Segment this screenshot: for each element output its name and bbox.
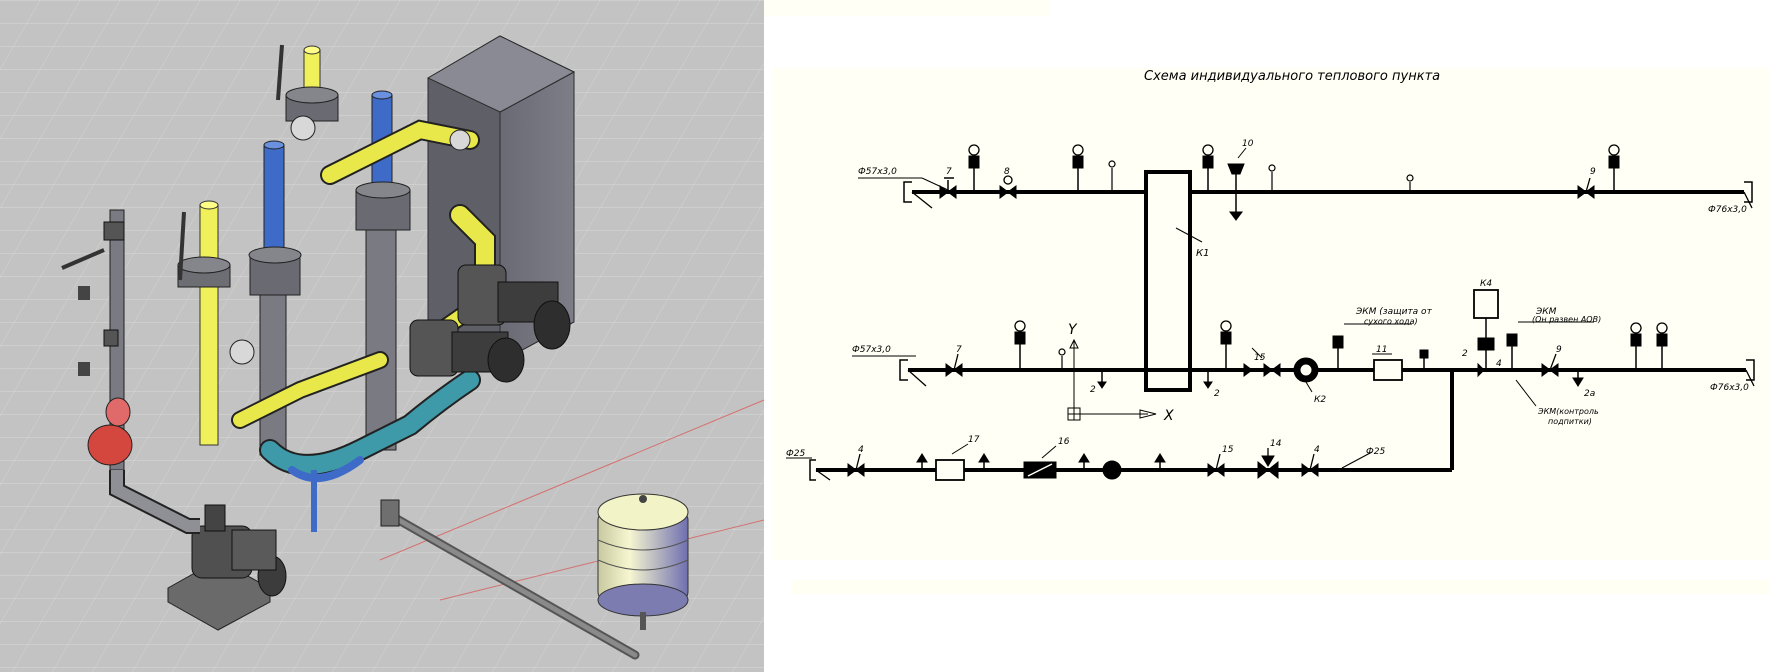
label-k1: К1 — [1196, 248, 1209, 259]
sheet-bottom-strip — [792, 580, 1770, 594]
num-9a: 9 — [1590, 167, 1596, 177]
heat-exchanger-k1 — [1144, 170, 1203, 392]
top-pipeline — [858, 144, 1753, 221]
top-riser — [276, 44, 339, 122]
num-17: 17 — [968, 435, 980, 445]
pipe-size-mid-left: Ф57х3,0 — [852, 345, 891, 355]
model-3d-viewport[interactable] — [0, 0, 764, 672]
schematic-drawing: Схема индивидуального теплового пункта — [786, 69, 1755, 481]
num-4b: 4 — [858, 445, 864, 455]
pump-unit — [167, 504, 287, 631]
num-8: 8 — [1004, 167, 1010, 177]
left-pipe-column — [61, 209, 200, 534]
sheet-top-strip — [764, 0, 1050, 16]
pipe-size-bottom-mid: Ф25 — [1366, 447, 1385, 457]
pipe-size-top-left: Ф57х3,0 — [858, 167, 897, 177]
ucs-axis-icon — [1067, 338, 1157, 421]
num-7b: 7 — [956, 345, 962, 355]
num-10: 10 — [1242, 139, 1254, 149]
circulation-pumps — [409, 264, 571, 383]
num-16: 16 — [1058, 437, 1070, 447]
gauges — [229, 115, 471, 365]
label-ekm1-line1: ЭКМ (защита от — [1355, 307, 1433, 317]
num-2d: 2 — [1214, 389, 1220, 399]
num-15a: 15 — [1254, 353, 1266, 363]
pipe-size-top-right: Ф76х3,0 — [1708, 205, 1747, 215]
num-2a: 2 — [1462, 349, 1468, 359]
pipe-size-bottom-left: Ф25 — [786, 449, 805, 459]
supply-pipes-blue — [259, 369, 481, 532]
num-11: 11 — [1376, 345, 1387, 355]
label-ekm1-line2: сухого хода) — [1364, 317, 1418, 326]
num-4a: 4 — [1496, 359, 1502, 369]
middle-pipeline — [852, 289, 1755, 470]
num-2c: 2 — [1090, 385, 1096, 395]
label-k2: К2 — [1314, 395, 1326, 405]
label-k4: К4 — [1480, 279, 1492, 289]
schematic-sheet[interactable]: Схема индивидуального теплового пункта — [772, 68, 1770, 560]
expansion-tank — [597, 493, 689, 630]
axis-mark-line — [379, 399, 764, 561]
num-2b: 2а — [1584, 389, 1595, 399]
num-15b: 15 — [1222, 445, 1234, 455]
drawing-title: Схема индивидуального теплового пункта — [1144, 69, 1440, 84]
label-ekm3-line2: подпитки) — [1548, 417, 1592, 426]
label-ekm2-line1: ЭКМ — [1535, 307, 1557, 317]
label-ekm3-line1: ЭКМ(контроль — [1537, 407, 1599, 416]
num-4c: 4 — [1314, 445, 1320, 455]
num-7a: 7 — [946, 167, 952, 177]
label-ekm2-line2: (Он развен АОВ) — [1532, 315, 1601, 324]
pipe-size-mid-right: Ф76х3,0 — [1710, 383, 1749, 393]
left-flange-column — [177, 200, 231, 446]
num-14: 14 — [1270, 439, 1282, 449]
num-9b: 9 — [1556, 345, 1562, 355]
bottom-pipeline — [786, 443, 1452, 481]
axis-y-label: Y — [1068, 322, 1078, 338]
model-3d-scene — [0, 0, 764, 672]
axis-x-label: X — [1163, 408, 1174, 424]
